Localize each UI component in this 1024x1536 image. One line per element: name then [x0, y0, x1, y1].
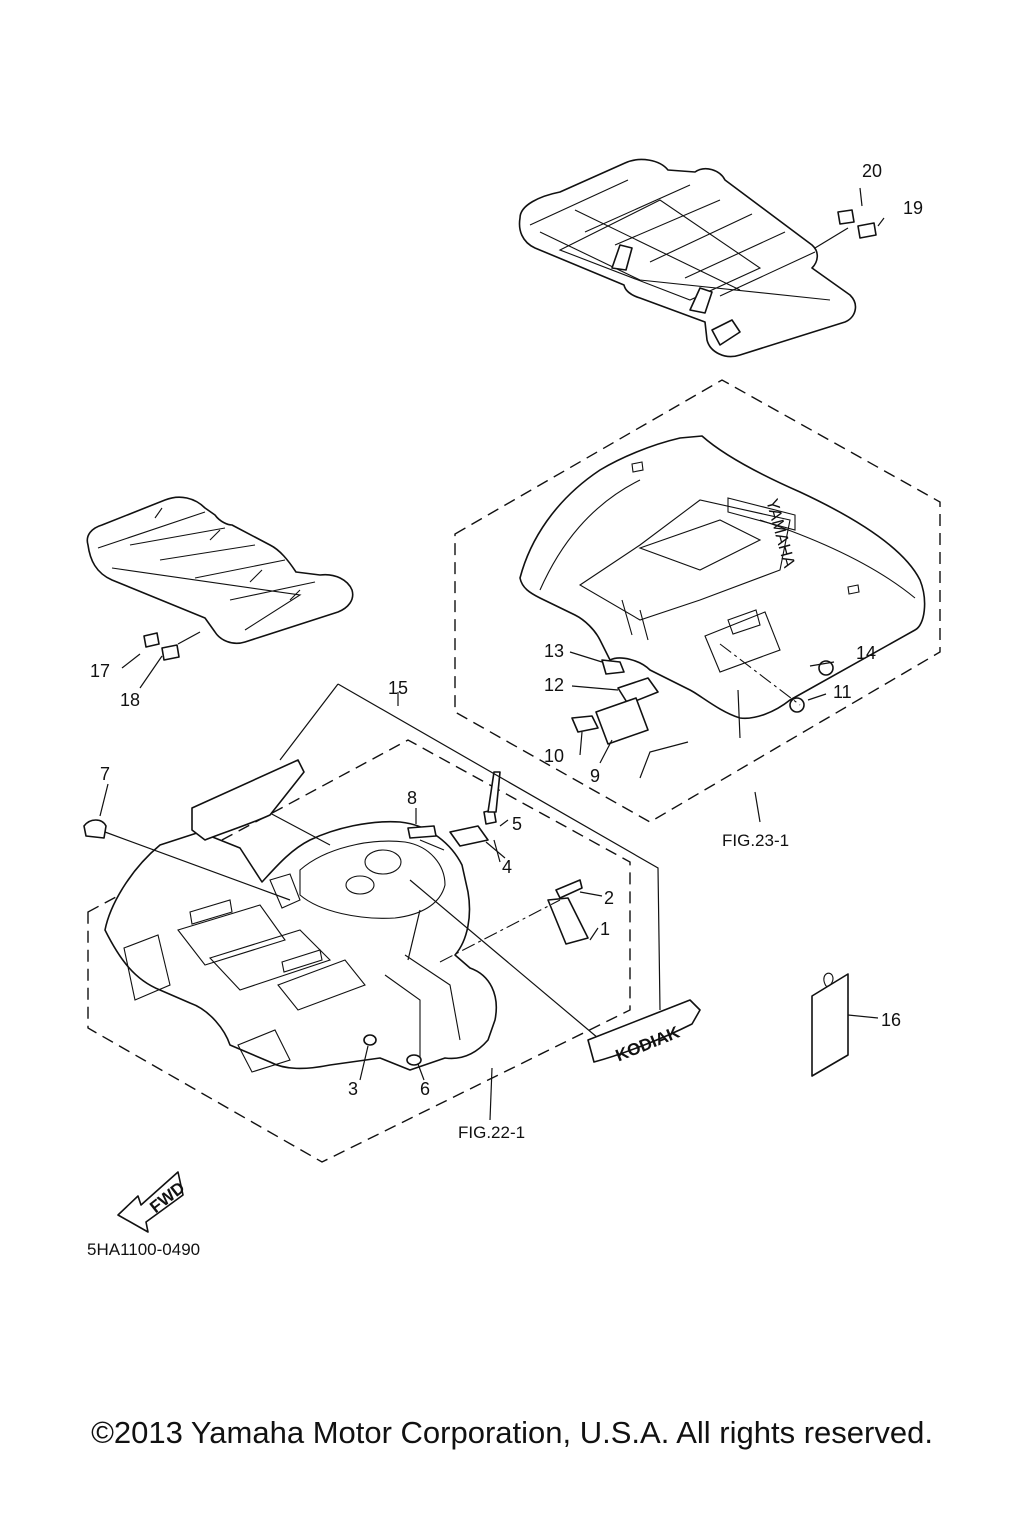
front-fender-group-box	[87, 739, 631, 1163]
callout-4: 4	[502, 857, 512, 877]
fig23-leader	[754, 791, 761, 823]
rear-fender	[519, 435, 926, 720]
callout-3: 3	[348, 1079, 358, 1099]
decal-group-15	[191, 683, 701, 1063]
front-fender	[104, 820, 497, 1073]
rear-carrier	[518, 158, 857, 358]
callout-2: 2	[604, 888, 614, 908]
callout-11: 11	[833, 682, 852, 702]
callout-19: 19	[903, 198, 923, 218]
fig22-leader	[489, 1067, 493, 1121]
callout-1: 1	[600, 919, 610, 939]
hang-tag	[811, 972, 879, 1077]
fig-ref-front: FIG.22-1	[458, 1123, 525, 1142]
front-carrier-labels	[143, 631, 201, 661]
rear-carrier-labels	[837, 209, 877, 239]
callout-17: 17	[90, 661, 110, 681]
callout-9: 9	[590, 766, 600, 786]
callout-14: 14	[856, 643, 876, 663]
callout-18: 18	[120, 690, 140, 710]
callout-13: 13	[544, 641, 564, 661]
callout-numbers: 1 2 3 4 5 6 7 8 9 10 11 12 13 14 15 16 1…	[90, 161, 923, 1099]
callout-20: 20	[862, 161, 882, 181]
callout-5: 5	[512, 814, 522, 834]
fig-ref-rear: FIG.23-1	[722, 831, 789, 850]
drawing-code: 5HA1100-0490	[87, 1240, 200, 1259]
fender-small-parts	[569, 643, 835, 779]
callout-8: 8	[407, 788, 417, 808]
callout-10: 10	[544, 746, 564, 766]
callout-leaders	[99, 187, 885, 859]
callout-7: 7	[100, 764, 110, 784]
callout-15: 15	[388, 678, 408, 698]
callout-16: 16	[881, 1010, 901, 1030]
rear-fender-group-box	[454, 379, 941, 823]
front-carrier	[86, 496, 354, 645]
callout-12: 12	[544, 675, 564, 695]
fwd-arrow-icon	[117, 1171, 184, 1233]
copyright-notice: ©2013 Yamaha Motor Corporation, U.S.A. A…	[91, 1415, 933, 1450]
callout-6: 6	[420, 1079, 430, 1099]
